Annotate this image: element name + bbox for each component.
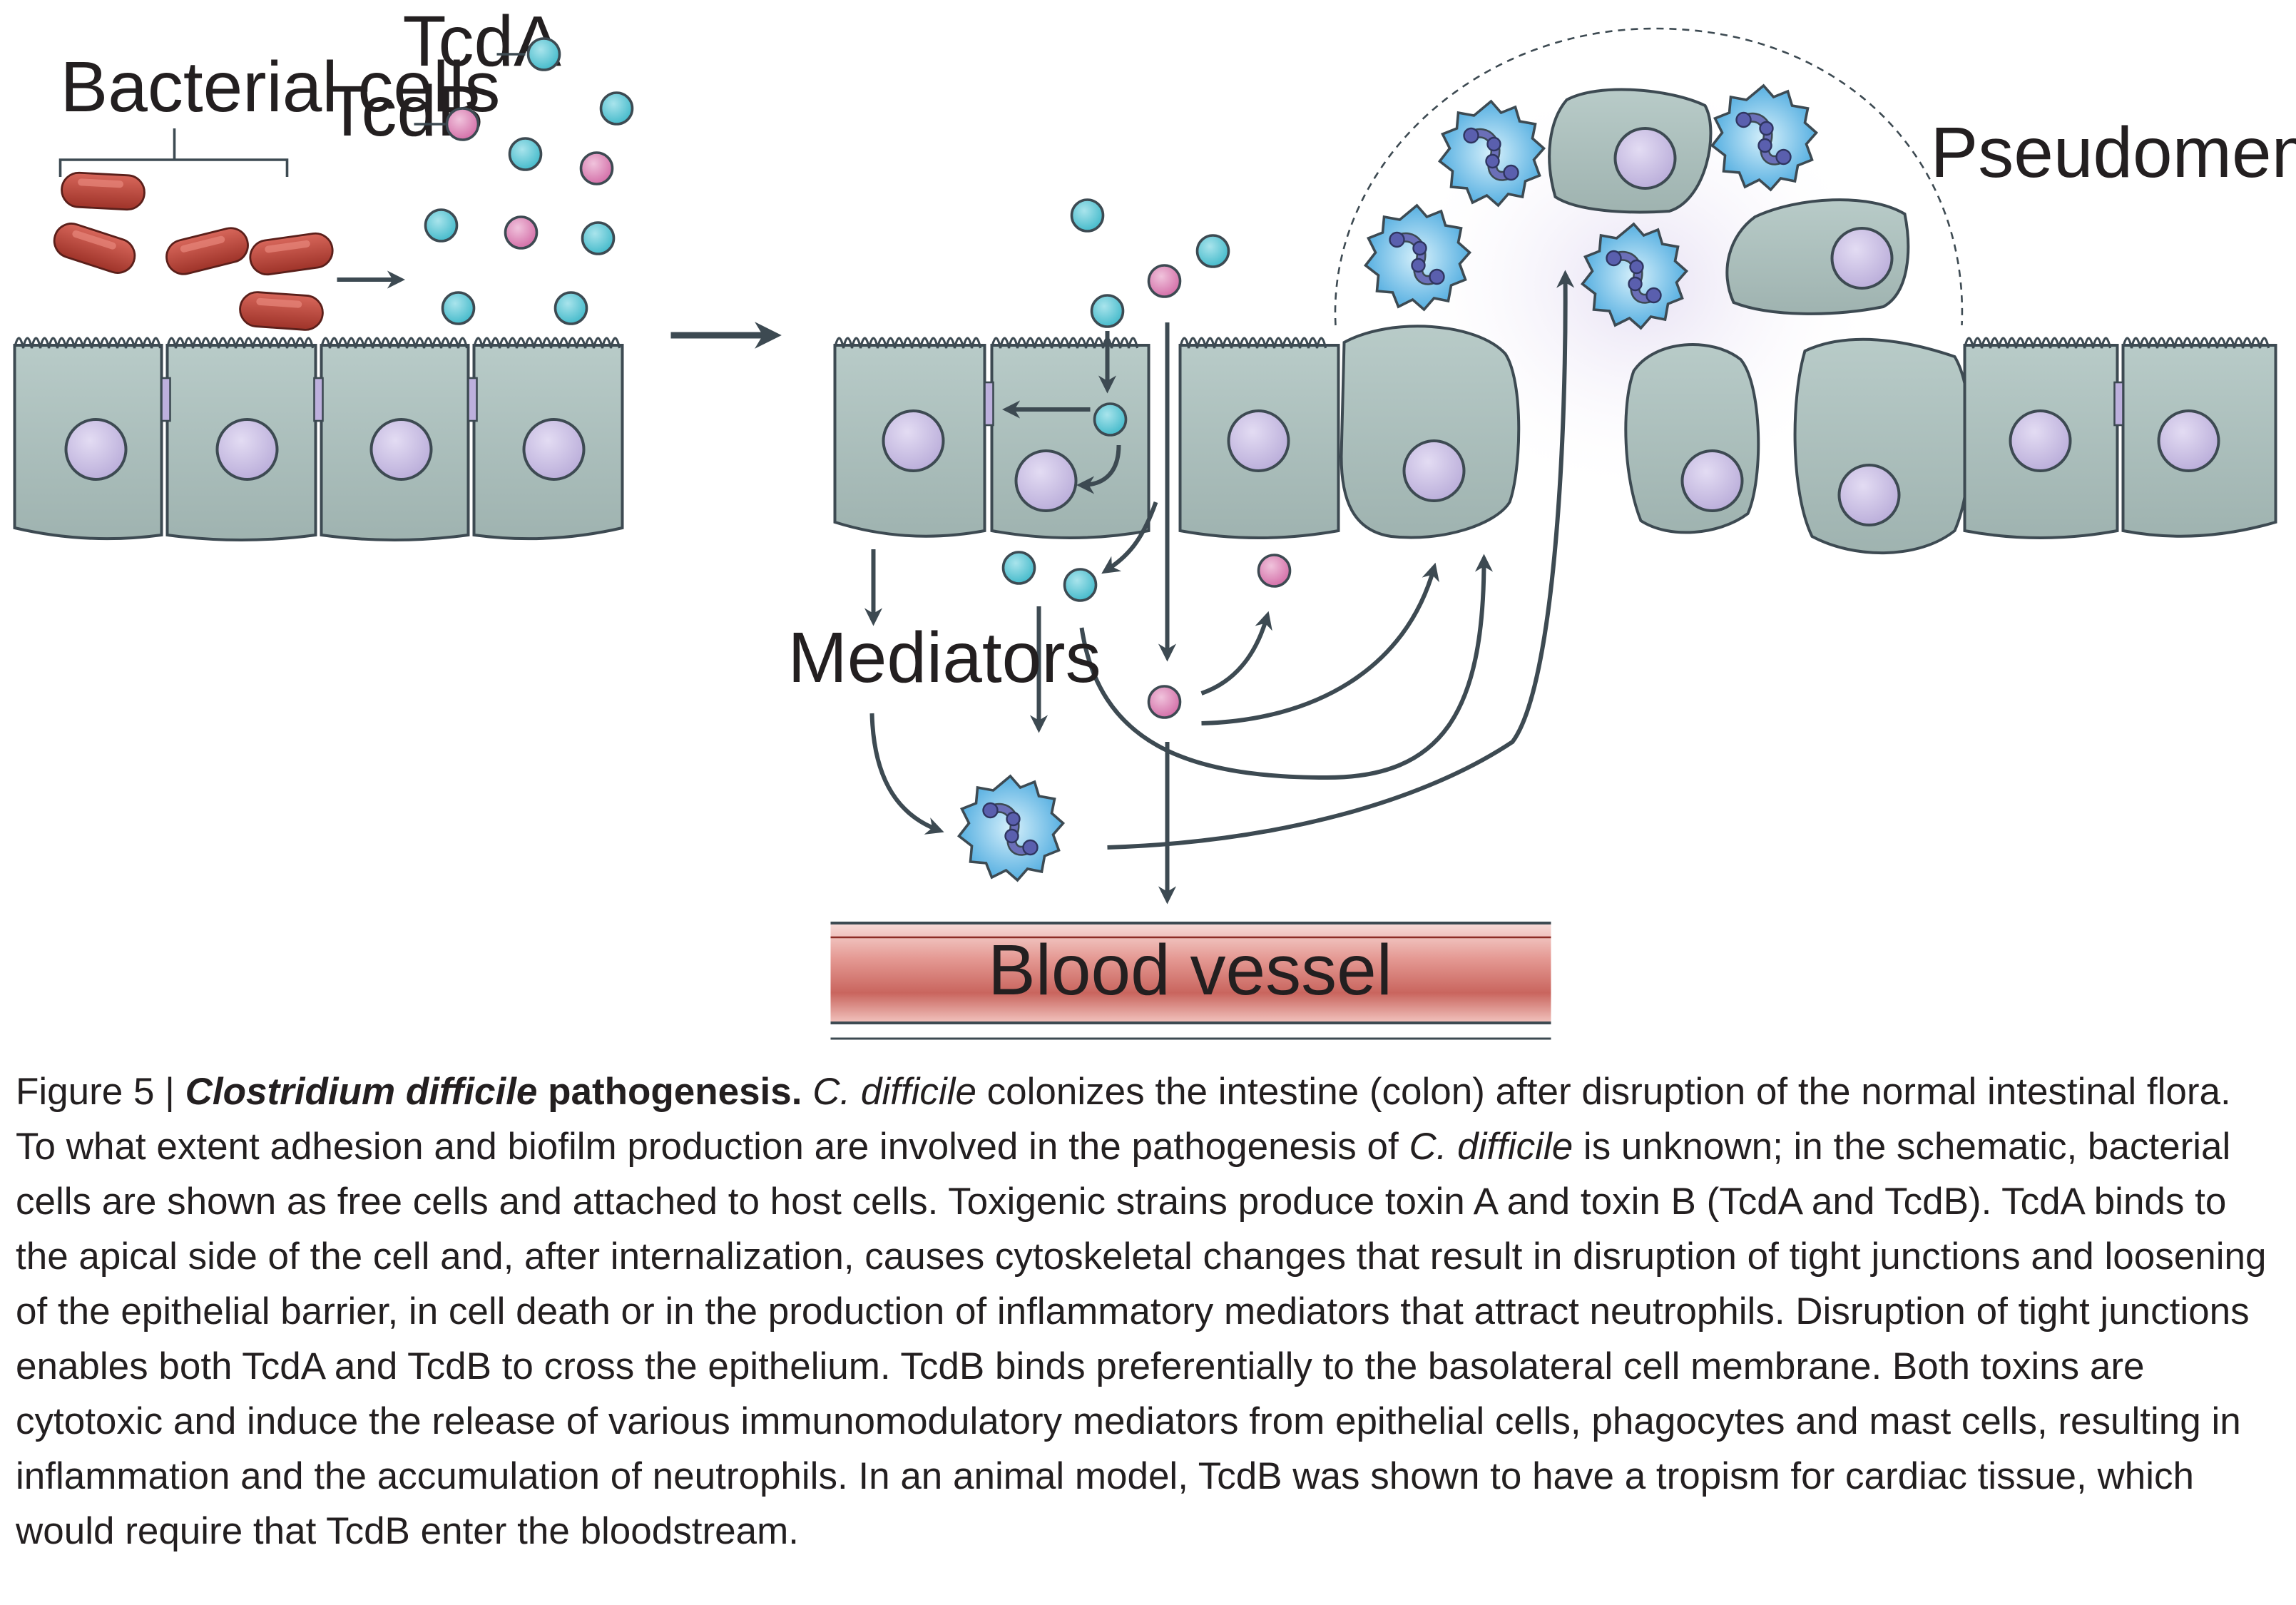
nucleus-icon <box>64 418 128 481</box>
caption-species: C. difficile <box>802 1071 976 1113</box>
figure-caption: Figure 5 | Clostridium difficile pathoge… <box>16 1064 2277 1559</box>
pseudomembrane-boundary <box>1334 27 1964 326</box>
label-blood-vessel: Blood vessel <box>988 930 1392 1010</box>
pathogenesis-diagram: Bacterial cells TcdA TcdB <box>13 1 2296 1040</box>
pathway-arrows <box>864 270 1575 905</box>
caption-text-1: colonizes the intestine (colon) after di… <box>16 1071 2231 1168</box>
label-pseudomembrane: Pseudomembrane <box>1931 113 2296 193</box>
label-bacterial-cells: Bacterial cells <box>61 47 501 127</box>
caption-title-rest: pathogenesis. <box>537 1071 802 1113</box>
bacteria <box>49 170 336 332</box>
blood-vessel: Blood vessel <box>830 922 1551 1040</box>
right-epithelium <box>1963 337 2277 539</box>
bacterial-cells-bracket <box>58 128 289 177</box>
pseudomembrane-cells <box>1548 88 1972 555</box>
tcda-legend-icon <box>526 37 561 71</box>
caption-species: C. difficile <box>1409 1126 1573 1168</box>
left-epithelium <box>13 337 624 541</box>
figure-number: Figure 5 | <box>16 1071 185 1113</box>
tcdb-legend-icon <box>445 107 480 141</box>
neutrophil-icon <box>959 776 1063 880</box>
label-mediators: Mediators <box>788 618 1101 698</box>
caption-title: Clostridium difficile <box>185 1071 538 1113</box>
caption-text-2: is unknown; in the schematic, bacterial … <box>16 1126 2267 1552</box>
middle-epithelium <box>833 325 1521 539</box>
